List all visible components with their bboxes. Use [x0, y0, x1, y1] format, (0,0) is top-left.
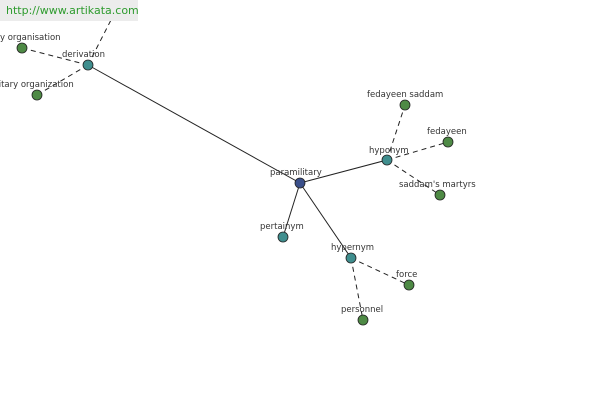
node-label-derivation[interactable]: derivation — [62, 50, 105, 60]
graph-edges — [21, 17, 449, 321]
node-circle-hypernym[interactable] — [345, 252, 357, 264]
node-circle-force[interactable] — [403, 279, 415, 291]
node-pertainym[interactable]: pertainym — [260, 222, 304, 243]
node-circle-derivation[interactable] — [82, 59, 94, 71]
node-circle-paramilitary-organization[interactable] — [31, 89, 43, 101]
node-hypernym[interactable]: hypernym — [331, 243, 374, 264]
node-label-paramilitary-organisation[interactable]: y organisation — [0, 33, 61, 43]
node-saddams-martyrs[interactable]: saddam's martyrs — [399, 180, 476, 201]
node-label-force[interactable]: force — [396, 270, 417, 280]
graph-nodes: paramilitary derivation hyponym hypernym per… — [0, 33, 476, 326]
node-circle-fedayeen[interactable] — [442, 136, 454, 148]
node-circle-fedayeen-saddam[interactable] — [399, 99, 411, 111]
node-label-pertainym[interactable]: pertainym — [260, 222, 304, 232]
edge-hyponym-saddams-martyrs — [386, 159, 441, 196]
node-circle-paramilitary[interactable] — [294, 177, 306, 189]
node-fedayeen-saddam[interactable]: fedayeen saddam — [367, 90, 443, 111]
node-circle-hyponym[interactable] — [381, 154, 393, 166]
edge-paramilitary-pertainym — [282, 182, 301, 238]
node-paramilitary-organization[interactable]: ilitary organization — [0, 80, 74, 101]
node-circle-personnel[interactable] — [357, 314, 369, 326]
node-label-paramilitary[interactable]: paramilitary — [270, 168, 322, 178]
edge-hypernym-force — [350, 257, 410, 286]
edge-hypernym-personnel — [350, 257, 364, 321]
node-fedayeen[interactable]: fedayeen — [427, 127, 467, 148]
edge-derivation-paramilitary-organization — [36, 64, 89, 96]
node-force[interactable]: force — [396, 270, 417, 291]
node-paramilitary-organisation[interactable]: y organisation — [0, 33, 61, 54]
node-circle-saddams-martyrs[interactable] — [434, 189, 446, 201]
node-paramilitary[interactable]: paramilitary — [270, 168, 322, 189]
node-label-fedayeen-saddam[interactable]: fedayeen saddam — [367, 90, 443, 100]
node-label-saddams-martyrs[interactable]: saddam's martyrs — [399, 180, 476, 190]
edge-hyponym-fedayeen — [386, 141, 449, 161]
node-circle-paramilitary-organisation[interactable] — [16, 42, 28, 54]
node-label-hyponym[interactable]: hyponym — [369, 146, 409, 156]
edge-paramilitary-hypernym — [299, 182, 352, 259]
node-hyponym[interactable]: hyponym — [369, 146, 409, 166]
node-label-personnel[interactable]: personnel — [341, 305, 383, 315]
node-circle-pertainym[interactable] — [277, 231, 289, 243]
node-personnel[interactable]: personnel — [341, 305, 383, 326]
edge-derivation-paramilitary-organisation — [21, 47, 89, 66]
node-label-hypernym[interactable]: hypernym — [331, 243, 374, 253]
edge-paramilitary-hyponym — [299, 159, 388, 184]
node-label-paramilitary-organization[interactable]: ilitary organization — [0, 80, 74, 90]
node-derivation[interactable]: derivation — [62, 50, 105, 71]
node-label-fedayeen[interactable]: fedayeen — [427, 127, 467, 137]
site-url-banner[interactable]: http://www.artikata.com — [0, 0, 139, 21]
edge-hyponym-fedayeen-saddam — [386, 104, 406, 161]
edge-paramilitary-derivation — [87, 64, 301, 184]
